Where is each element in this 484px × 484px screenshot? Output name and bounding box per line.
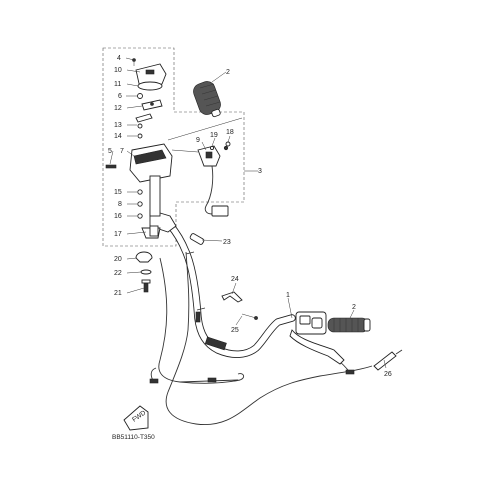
cable-joint-23 (189, 233, 205, 245)
callout-2-lower: 2 (352, 304, 356, 311)
callout-5: 5 (108, 148, 112, 155)
callout-22: 22 (114, 270, 122, 277)
left-switch-group-box (102, 47, 245, 247)
fwd-arrow-icon: FWD (123, 405, 149, 431)
callout-14: 14 (114, 133, 122, 140)
callout-16: 16 (114, 213, 122, 220)
callout-24: 24 (231, 276, 239, 283)
callout-4: 4 (117, 55, 121, 62)
callout-23: 23 (223, 239, 231, 246)
control-housing (129, 143, 173, 239)
left-grip (193, 81, 221, 118)
callout-26: 26 (384, 371, 392, 378)
callout-25: 25 (231, 327, 239, 334)
bolt-21 (141, 279, 151, 293)
bolt-25 (241, 313, 258, 320)
callout-2-upper: 2 (226, 69, 230, 76)
callout-7: 7 (120, 148, 124, 155)
diagram-code: BB51110-T350 (112, 434, 155, 441)
right-grip (327, 317, 371, 333)
callout-8: 8 (118, 201, 122, 208)
callout-6: 6 (118, 93, 122, 100)
left-switch-assembly (197, 145, 229, 217)
clip-24 (221, 291, 243, 303)
callout-17: 17 (114, 231, 122, 238)
callout-12: 12 (114, 105, 122, 112)
callout-20: 20 (114, 256, 122, 263)
leader-lines (109, 57, 387, 369)
callout-19: 19 (210, 132, 218, 139)
plate-12 (141, 99, 163, 111)
callout-3: 3 (258, 168, 262, 175)
callout-10: 10 (114, 67, 122, 74)
throttle-cable-26 (373, 349, 403, 371)
callout-15: 15 (114, 189, 122, 196)
callout-9: 9 (196, 137, 200, 144)
callout-1: 1 (286, 292, 290, 299)
washer-22 (140, 269, 152, 275)
callouts: 4 10 11 6 12 13 14 5 7 15 8 16 17 20 22 … (108, 55, 392, 378)
callout-11: 11 (114, 81, 121, 88)
diaphragm-11 (137, 81, 163, 91)
callout-13: 13 (114, 122, 122, 129)
holder-20 (135, 251, 153, 263)
callout-18: 18 (226, 129, 234, 136)
handlebar (166, 221, 296, 358)
right-brake-lever (289, 329, 345, 365)
right-switch-assembly (295, 311, 327, 335)
callout-21: 21 (114, 290, 122, 297)
